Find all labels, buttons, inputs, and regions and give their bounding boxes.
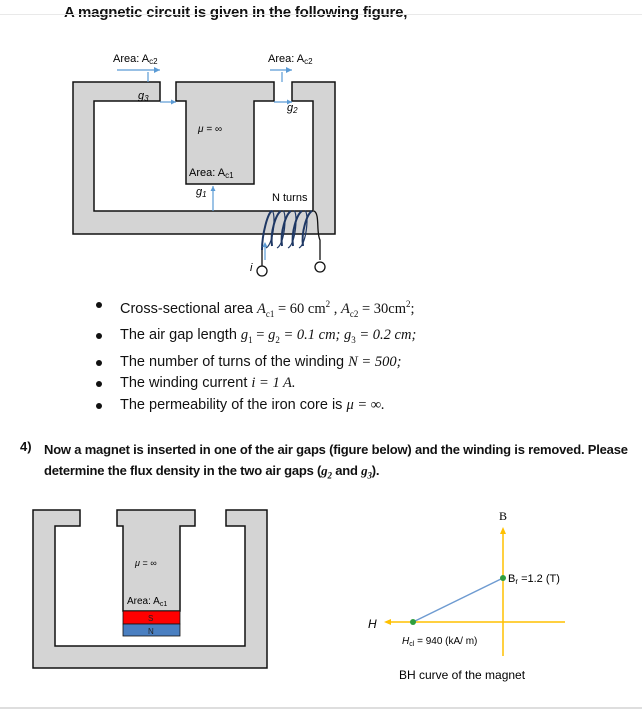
br-label: Br =1.2 (T) (508, 573, 560, 586)
specs-list: Cross-sectional area Ac1 = 60 cm2 , Ac2 … (96, 294, 416, 416)
bh-curve-chart: B H Br =1.2 (T) Hcl = 940 (kA/ m) BH cur… (368, 509, 565, 682)
bottom-divider (0, 707, 642, 709)
question-text: Now a magnet is inserted in one of the a… (44, 442, 628, 481)
magnet-s-label: S (148, 614, 153, 623)
iron-core (72, 81, 336, 235)
turns-label: N turns (272, 192, 308, 204)
center-leg (175, 81, 275, 185)
mu-label-2: μ = ∞ (134, 558, 157, 568)
area-center-label: Area: Ac1 (189, 167, 234, 180)
b-axis-label: B (499, 509, 507, 523)
area-label-2: Area: Ac1 (127, 596, 167, 608)
h-axis-arrow (384, 619, 391, 625)
b-axis-arrow (500, 527, 506, 534)
current-label: i (250, 262, 253, 274)
magnet-n-label: N (148, 627, 154, 636)
page-title: A magnetic circuit is given in the follo… (64, 4, 408, 21)
h-axis-label: H (368, 617, 377, 631)
spec-air-gap: The air gap length g1 = g2 = 0.1 cm; g3 … (96, 325, 416, 351)
magnet-north-pole (122, 623, 181, 637)
spec-permeability: The permeability of the iron core is μ =… (96, 395, 416, 417)
hc-point (410, 619, 416, 625)
magnetic-circuit-figure: Area: Ac2 Area: Ac2 g3 g2 μ = ∞ Area: Ac… (72, 53, 336, 277)
winding-coil (256, 210, 326, 277)
bh-caption: BH curve of the magnet (399, 668, 526, 682)
spec-turns: The number of turns of the winding N = 5… (96, 352, 416, 374)
top-divider (0, 14, 642, 15)
area-right-label: Area: Ac2 (268, 53, 313, 66)
gap-g3-label: g3 (138, 90, 149, 103)
spec-cross-section: Cross-sectional area Ac1 = 60 cm2 , Ac2 … (96, 294, 416, 325)
question-number: 4) (20, 439, 32, 454)
gap-g2-label: g2 (287, 102, 298, 115)
magnet-circuit-figure: μ = ∞ Area: Ac1 S N (32, 509, 268, 669)
br-point (500, 575, 506, 581)
spec-current: The winding current i = 1 A. (96, 373, 416, 395)
iron-core-2 (32, 509, 268, 669)
bh-line (412, 577, 504, 623)
mu-label: μ = ∞ (197, 124, 222, 135)
hc-label: Hcl = 940 (kA/ m) (402, 636, 477, 648)
gap-g1-label: g1 (196, 186, 207, 199)
area-left-label: Area: Ac2 (113, 53, 158, 66)
